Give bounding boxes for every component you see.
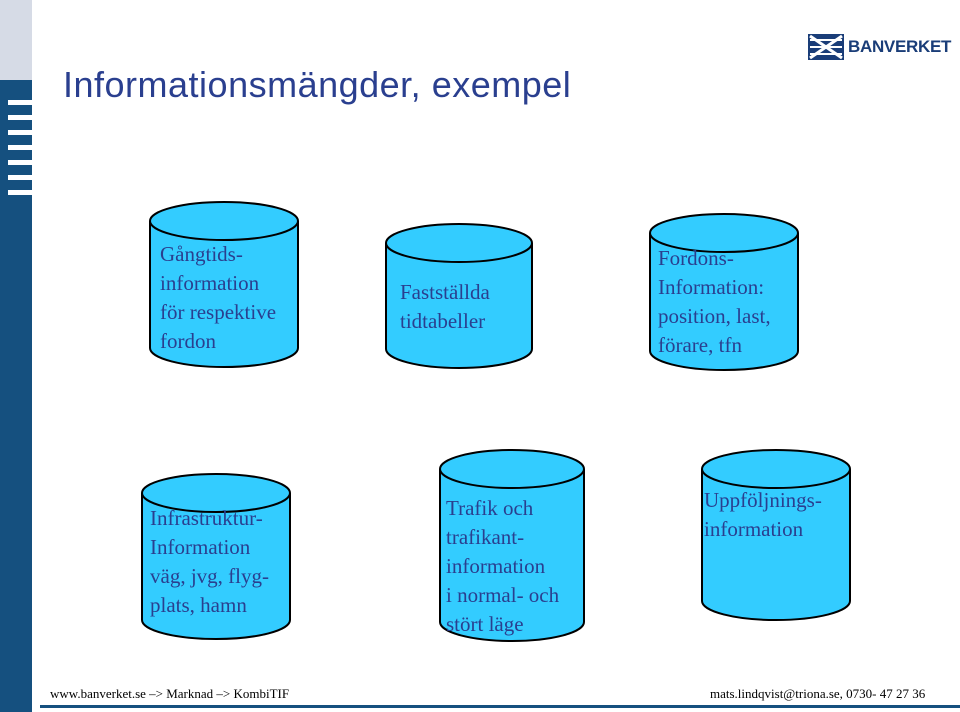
footer-contact: mats.lindqvist@triona.se, 0730- 47 27 36 xyxy=(710,686,926,701)
footer-divider xyxy=(40,705,960,708)
side-bar-stripe xyxy=(8,175,32,180)
cylinder-label: Fastställda tidtabeller xyxy=(400,280,490,333)
banverket-logo-icon xyxy=(808,34,844,60)
side-decoration-bar xyxy=(0,0,32,712)
cylinder-label: Infrastruktur- Information väg, jvg, fly… xyxy=(150,506,269,617)
side-bar-stripe xyxy=(8,115,32,120)
cylinder-faststallda-tidtabeller: Fastställda tidtabeller xyxy=(384,222,534,370)
cylinder-label: Gångtids- information för respektive for… xyxy=(160,242,277,353)
side-bar-stripe xyxy=(8,130,32,135)
logo-wordmark: BANVERKET xyxy=(848,37,952,56)
side-bar-stripe xyxy=(8,145,32,150)
side-bar-stripe xyxy=(8,190,32,195)
cylinder-uppfoljningsinformation: Uppföljnings- information xyxy=(700,448,852,623)
side-bar-top xyxy=(0,0,32,80)
cylinder-trafikinformation: Trafik och trafikant- information i norm… xyxy=(438,448,586,644)
side-bar-block xyxy=(16,0,32,712)
cylinder-label: Uppföljnings- information xyxy=(704,488,822,541)
side-bar-stripe xyxy=(8,160,32,165)
slide-title: Informationsmängder, exempel xyxy=(63,64,572,105)
cylinder-label: Fordons- Information: position, last, fö… xyxy=(658,246,771,357)
banverket-logo: BANVERKET xyxy=(808,34,951,60)
cylinder-gangtidsinformation: Gångtids- information för respektive for… xyxy=(148,200,300,370)
cylinder-infrastrukturinformation: Infrastruktur- Information väg, jvg, fly… xyxy=(140,472,292,642)
cylinder-label: Trafik och trafikant- information i norm… xyxy=(446,496,560,636)
footer-website: www.banverket.se –> Marknad –> KombiTIF xyxy=(50,686,290,701)
cylinder-fordonsinformation: Fordons- Information: position, last, fö… xyxy=(648,212,800,372)
side-bar-stripe xyxy=(8,100,32,105)
side-bar-strip xyxy=(0,0,16,712)
